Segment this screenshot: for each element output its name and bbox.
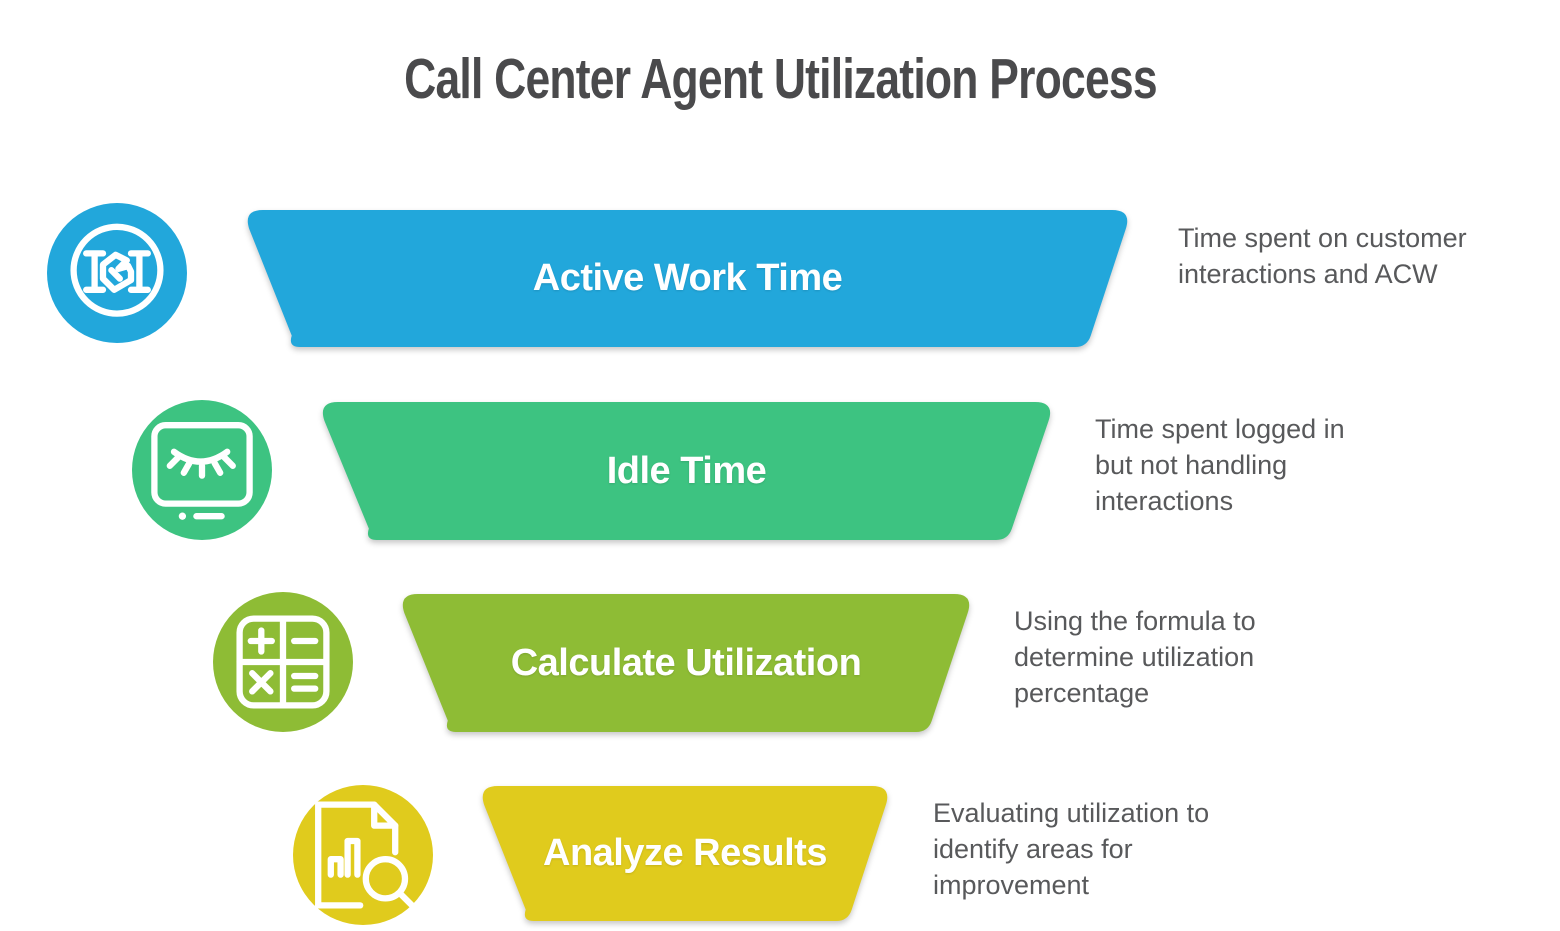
stage-1-icon-badge — [47, 203, 187, 343]
funnel-stage-calculate-utilization: Calculate Utilization — [398, 594, 974, 732]
page-title: Call Center Agent Utilization Process — [0, 46, 1560, 112]
description-line: percentage — [1014, 678, 1150, 708]
funnel-stage-active-work-time: Active Work Time — [243, 210, 1132, 347]
description-line: Evaluating utilization to — [933, 798, 1210, 828]
description-line: but not handling — [1095, 450, 1288, 480]
stage-2-icon-badge — [132, 400, 272, 540]
description-line: Time spent on customer — [1178, 223, 1467, 253]
stage-3-description: Using the formula to determine utilizati… — [1014, 603, 1334, 711]
calculator-icon — [236, 615, 330, 709]
stage-1-label: Active Work Time — [532, 257, 843, 299]
page-title-text: Call Center Agent Utilization Process — [403, 47, 1157, 111]
stage-1-description: Time spent on customer interactions and … — [1178, 220, 1538, 292]
funnel-stage-1-shape — [247, 210, 1128, 347]
document-search-icon — [315, 801, 418, 912]
description-line: interactions and ACW — [1178, 259, 1438, 289]
stage-4-label: Analyze Results — [543, 832, 827, 874]
stage-2-description: Time spent logged in but not handling in… — [1095, 411, 1415, 519]
stage-2-label: Idle Time — [606, 449, 767, 492]
funnel-stage-3-shape — [402, 594, 970, 732]
description-line: improvement — [933, 870, 1090, 900]
description-line: identify areas for — [933, 834, 1133, 864]
description-line: interactions — [1095, 486, 1234, 516]
description-line: Using the formula to — [1014, 606, 1256, 636]
funnel-stage-2-shape — [322, 402, 1051, 540]
stage-4-icon-badge — [293, 785, 433, 925]
stage-4-description: Evaluating utilization to identify areas… — [933, 795, 1293, 903]
funnel-stage-4-shape — [482, 786, 888, 921]
handshake-icon — [70, 223, 164, 317]
description-line: Time spent logged in — [1095, 414, 1345, 444]
funnel-stage-idle-time: Idle Time — [318, 402, 1055, 540]
stage-3-icon-badge — [213, 592, 353, 732]
description-line: determine utilization — [1014, 642, 1255, 672]
stage-3-label: Calculate Utilization — [510, 641, 862, 684]
funnel-stage-analyze-results: Analyze Results — [478, 786, 892, 921]
monitor-sleep-icon — [151, 422, 253, 520]
